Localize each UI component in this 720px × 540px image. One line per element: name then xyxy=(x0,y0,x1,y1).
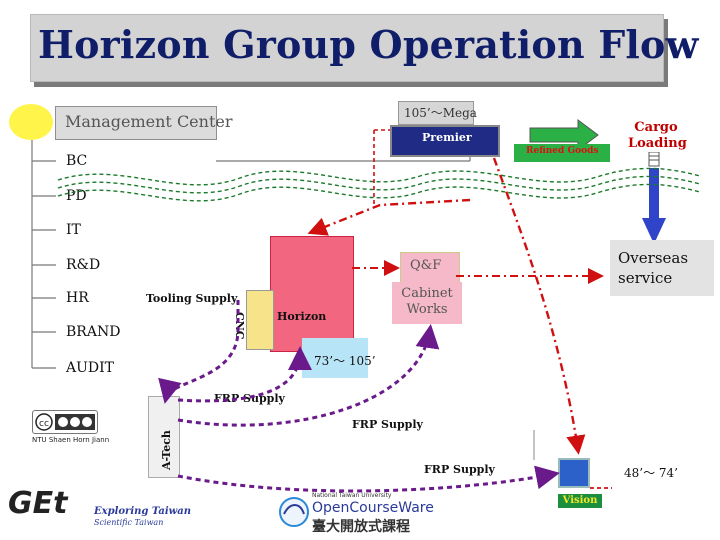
mega-range-box xyxy=(398,101,474,125)
atech-node xyxy=(148,396,180,478)
cabinet-works-node xyxy=(392,282,462,324)
cabinet-works-label: Cabinet Works xyxy=(401,286,453,317)
mega-range-label: 105’～Mega xyxy=(404,106,477,120)
range-73-105-box xyxy=(302,338,368,378)
dept-it: IT xyxy=(66,222,81,238)
frp-supply-label-1: FRP Supply xyxy=(214,392,285,405)
range-73-105-label: 73’～ 105’ xyxy=(314,354,376,368)
ocw-logo-icon xyxy=(279,497,309,527)
dept-brand: BRAND xyxy=(66,324,121,340)
horizon-label: Horizon xyxy=(277,310,327,323)
dept-hr: HR xyxy=(66,290,89,306)
management-center-bullet xyxy=(9,104,53,140)
dept-audit: AUDIT xyxy=(66,360,115,376)
overseas-service-label: Overseas service xyxy=(618,249,689,287)
get-logo-icon: GEt xyxy=(8,486,68,521)
svg-text:cc: cc xyxy=(39,419,49,429)
management-center-label: Management Center xyxy=(65,112,233,131)
vision-label: Vision xyxy=(558,494,602,508)
tooling-supply-label: Tooling Supply xyxy=(146,292,238,305)
dept-pd: PD xyxy=(66,188,87,204)
refined-goods-box xyxy=(514,144,610,162)
refined-goods-arrow-icon xyxy=(529,119,599,151)
management-center-box xyxy=(55,106,217,140)
cargo-loading-label: Cargo Loading xyxy=(628,120,687,151)
scientific-taiwan-text: Scientific Taiwan xyxy=(94,518,164,527)
range-48-74-label: 48’～ 74’ xyxy=(624,466,678,480)
frp-supply-label-3: FRP Supply xyxy=(424,463,495,476)
frp-supply-label-2: FRP Supply xyxy=(352,418,423,431)
overseas-service-box xyxy=(610,240,714,296)
author-credit: NTU Shaen Horn Jiann xyxy=(32,436,110,444)
ocw-title-text: OpenCourseWare xyxy=(312,500,434,516)
premier-node xyxy=(390,125,500,157)
dept-rd: R&D xyxy=(66,257,101,273)
premier-label: Premier xyxy=(422,131,472,144)
ocw-chinese-text: 臺大開放式課程 xyxy=(312,519,410,535)
cargo-down-arrow-icon xyxy=(642,152,666,244)
page-title: Horizon Group Operation Flow xyxy=(38,22,699,67)
ocw-university-text: National Taiwan University xyxy=(312,492,392,499)
refined-goods-label: Refined Goods xyxy=(526,146,599,156)
title-box xyxy=(30,14,664,82)
exploring-taiwan-text: Exploring Taiwan xyxy=(94,506,191,517)
qf-label: Q&F xyxy=(410,258,442,273)
horizon-node xyxy=(270,236,354,352)
cc-license-icon: cc xyxy=(32,410,98,434)
cnc-node xyxy=(246,290,274,350)
dept-bc: BC xyxy=(66,153,88,169)
